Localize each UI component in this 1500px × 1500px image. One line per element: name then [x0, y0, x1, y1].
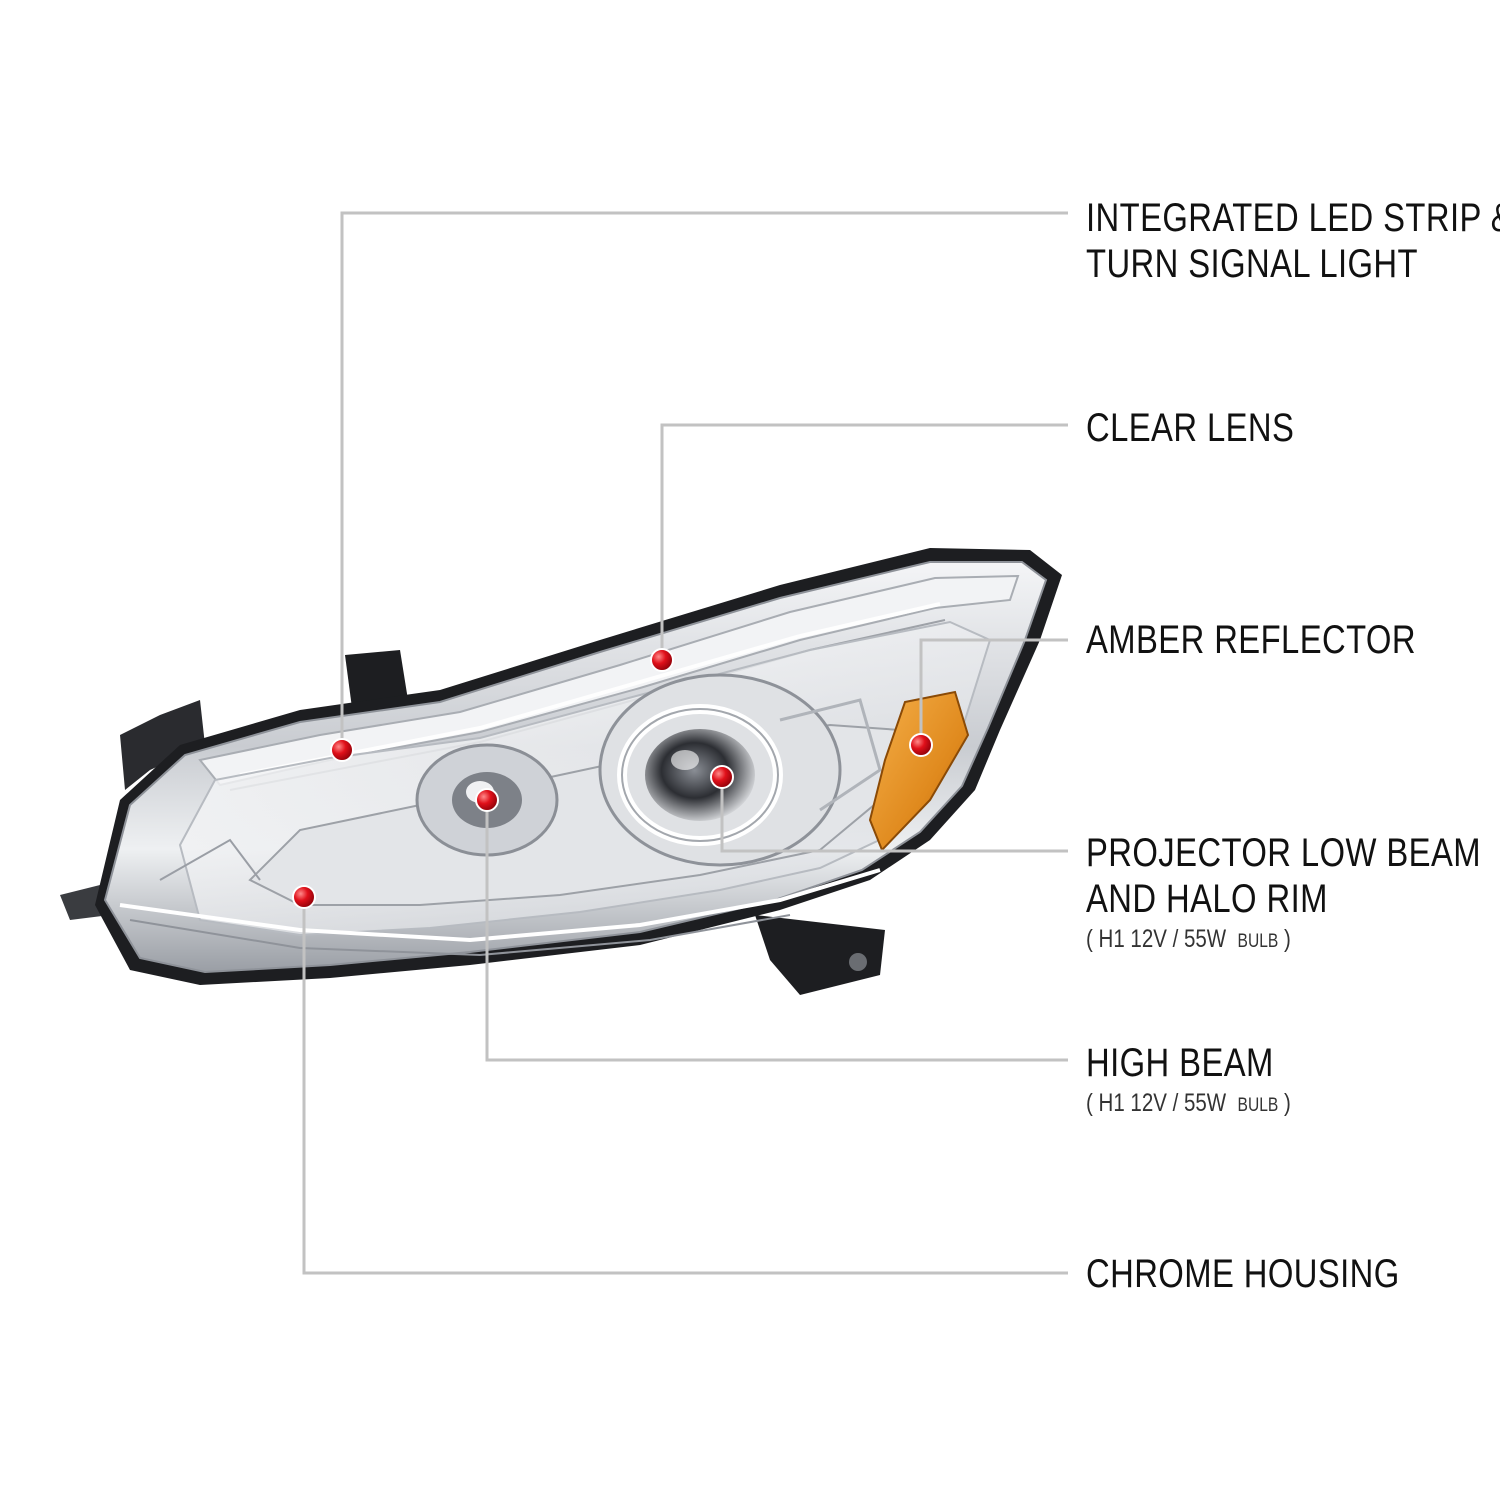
callout-high-beam-bulb-spec: ( H1 12V / 55W BULB )	[1086, 1088, 1291, 1121]
leader-chrome-housing	[302, 897, 1068, 1275]
red-dot-marker	[330, 738, 354, 762]
callout-projector-line-1: PROJECTOR LOW BEAM	[1086, 831, 1481, 875]
amber-reflector-lens	[868, 690, 970, 852]
marker-dots	[292, 648, 933, 909]
callout-amber-reflector: AMBER REFLECTOR	[1086, 617, 1416, 663]
high-beam-spec-close: )	[1283, 1089, 1291, 1117]
leader-projector	[720, 777, 1068, 853]
leader-clear-lens	[660, 423, 1068, 660]
high-beam-spec-value: ( H1 12V / 55W	[1086, 1089, 1227, 1117]
projector-spec-unit: BULB	[1237, 931, 1279, 952]
callout-high-beam-line-1: HIGH BEAM	[1086, 1041, 1274, 1085]
red-dot-marker	[292, 885, 316, 909]
red-dot-marker	[650, 648, 674, 672]
callout-high-beam: HIGH BEAM ( H1 12V / 55W BULB )	[1086, 1040, 1291, 1121]
callout-amber-reflector-line-1: AMBER REFLECTOR	[1086, 618, 1416, 662]
callout-led-strip-line-2: TURN SIGNAL LIGHT	[1086, 242, 1418, 286]
red-dot-marker	[710, 765, 734, 789]
callout-chrome-housing: CHROME HOUSING	[1086, 1251, 1400, 1297]
leader-amber-reflector	[919, 638, 1068, 745]
callout-clear-lens-line-1: CLEAR LENS	[1086, 406, 1295, 450]
callout-projector-line-2: AND HALO RIM	[1086, 877, 1328, 921]
callout-chrome-housing-line-1: CHROME HOUSING	[1086, 1252, 1400, 1296]
red-dot-marker	[909, 733, 933, 757]
high-beam-spec-unit: BULB	[1237, 1095, 1279, 1116]
headlight-illustration	[60, 548, 1062, 995]
callout-led-strip: INTEGRATED LED STRIP & TURN SIGNAL LIGHT	[1086, 195, 1500, 287]
mount-tab-top	[345, 650, 408, 708]
red-dot-marker	[475, 788, 499, 812]
rear-housing	[120, 700, 205, 790]
projector-spec-value: ( H1 12V / 55W	[1086, 925, 1227, 953]
left-mount	[60, 885, 110, 920]
leader-led-strip	[340, 211, 1068, 750]
mount-bracket-bottom	[755, 915, 885, 995]
callout-projector-low-beam: PROJECTOR LOW BEAM AND HALO RIM ( H1 12V…	[1086, 830, 1481, 957]
projector-spec-close: )	[1283, 925, 1291, 953]
callout-clear-lens: CLEAR LENS	[1086, 405, 1294, 451]
leader-high-beam	[485, 800, 1068, 1062]
leader-lines	[302, 211, 1068, 1275]
callout-projector-bulb-spec: ( H1 12V / 55W BULB )	[1086, 924, 1481, 957]
callout-led-strip-line-1: INTEGRATED LED STRIP &	[1086, 196, 1500, 240]
projector-lens	[645, 729, 755, 821]
